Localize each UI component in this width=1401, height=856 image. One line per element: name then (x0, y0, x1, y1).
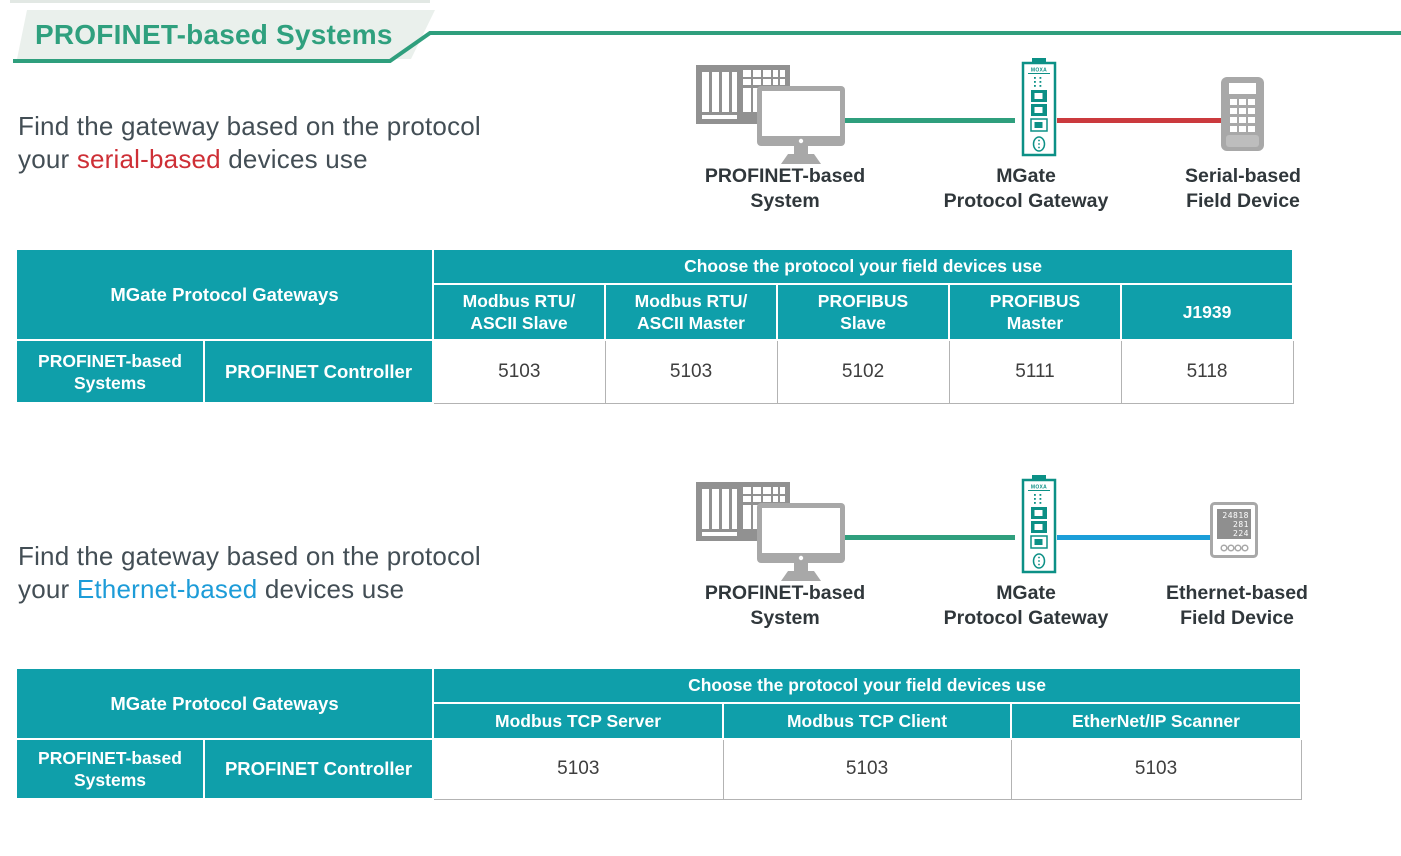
mgate-gateway-icon: MOXA (1021, 475, 1057, 574)
column-header: Modbus RTU/ ASCII Master (604, 283, 779, 341)
ethernet-device-label: Ethernet-based Field Device (1166, 582, 1308, 629)
ethernet-system-label: PROFINET-based System (704, 582, 866, 629)
ethernet-gateway-table: MGate Protocol Gateways Choose the proto… (14, 667, 1303, 800)
model-number-cell: 5103 (604, 339, 778, 404)
column-header: Modbus TCP Server (432, 702, 725, 740)
model-number-cell: 5102 (776, 339, 950, 404)
ethernet-link-ethernet-line (1057, 535, 1211, 540)
model-number-cell: 5103 (432, 738, 724, 800)
ethernet-intro-post: devices use (257, 574, 405, 604)
serial-highlight: serial-based (76, 144, 221, 174)
moxa-logo-text: MOXA (1031, 68, 1047, 74)
serial-system-label: PROFINET-based System (704, 165, 866, 212)
moxa-logo-text: MOXA (1031, 485, 1047, 491)
table-corner-header: MGate Protocol Gateways (14, 667, 435, 740)
row-header: PROFINET Controller (202, 339, 435, 404)
row-group-header: PROFINET-based Systems (15, 738, 205, 800)
serial-gateway-table: MGate Protocol Gateways Choose the proto… (14, 248, 1295, 404)
serial-intro-line1: Find the gateway based on the protocol (18, 111, 481, 141)
serial-device-label: Serial-based Field Device (1185, 165, 1301, 212)
model-number-cell: 5118 (1120, 339, 1294, 404)
row-group-header: PROFINET-based Systems (15, 339, 205, 404)
monitor-icon (757, 503, 845, 581)
column-header: J1939 (1120, 283, 1295, 341)
serial-gateway-label: MGate Protocol Gateway (943, 165, 1109, 212)
ethernet-link-profinet-line (843, 535, 1015, 540)
header-accent-line (13, 31, 1401, 63)
title-banner: PROFINET-based Systems (17, 10, 435, 59)
ethernet-gateway-label: MGate Protocol Gateway (943, 582, 1109, 629)
top-decorative-strip (10, 0, 430, 3)
table-choose-header: Choose the protocol your field devices u… (432, 248, 1295, 285)
meter-display-line: 24818 (1222, 511, 1249, 520)
meter-display-line: 281 (1233, 520, 1249, 529)
model-number-cell: 5103 (432, 339, 606, 404)
model-number-cell: 5103 (1010, 738, 1302, 800)
table-corner-header: MGate Protocol Gateways (14, 248, 435, 341)
ethernet-field-device-icon: 24818 281 224 (1210, 502, 1258, 558)
column-header: PROFIBUS Slave (776, 283, 951, 341)
column-header: EtherNet/IP Scanner (1010, 702, 1303, 740)
serial-link-profinet-line (843, 118, 1015, 123)
mgate-gateway-icon: MOXA (1021, 58, 1057, 157)
serial-intro-text: Find the gateway based on the protocol y… (18, 110, 481, 176)
column-header: Modbus TCP Client (722, 702, 1013, 740)
row-header: PROFINET Controller (202, 738, 435, 800)
serial-link-serial-line (1057, 118, 1223, 123)
page-title: PROFINET-based Systems (35, 19, 393, 50)
model-number-cell: 5103 (722, 738, 1012, 800)
column-header: PROFIBUS Master (948, 283, 1123, 341)
model-number-cell: 5111 (948, 339, 1122, 404)
serial-field-device-icon (1221, 77, 1264, 151)
serial-intro-post: devices use (220, 144, 368, 174)
ethernet-intro-text: Find the gateway based on the protocol y… (18, 540, 481, 606)
monitor-icon (757, 86, 845, 164)
column-header: Modbus RTU/ ASCII Slave (432, 283, 607, 341)
table-choose-header: Choose the protocol your field devices u… (432, 667, 1303, 704)
ethernet-highlight: Ethernet-based (76, 574, 258, 604)
ethernet-intro-line1: Find the gateway based on the protocol (18, 541, 481, 571)
ethernet-intro-pre: your (18, 574, 77, 604)
meter-display-line: 224 (1233, 529, 1249, 538)
serial-intro-pre: your (18, 144, 77, 174)
